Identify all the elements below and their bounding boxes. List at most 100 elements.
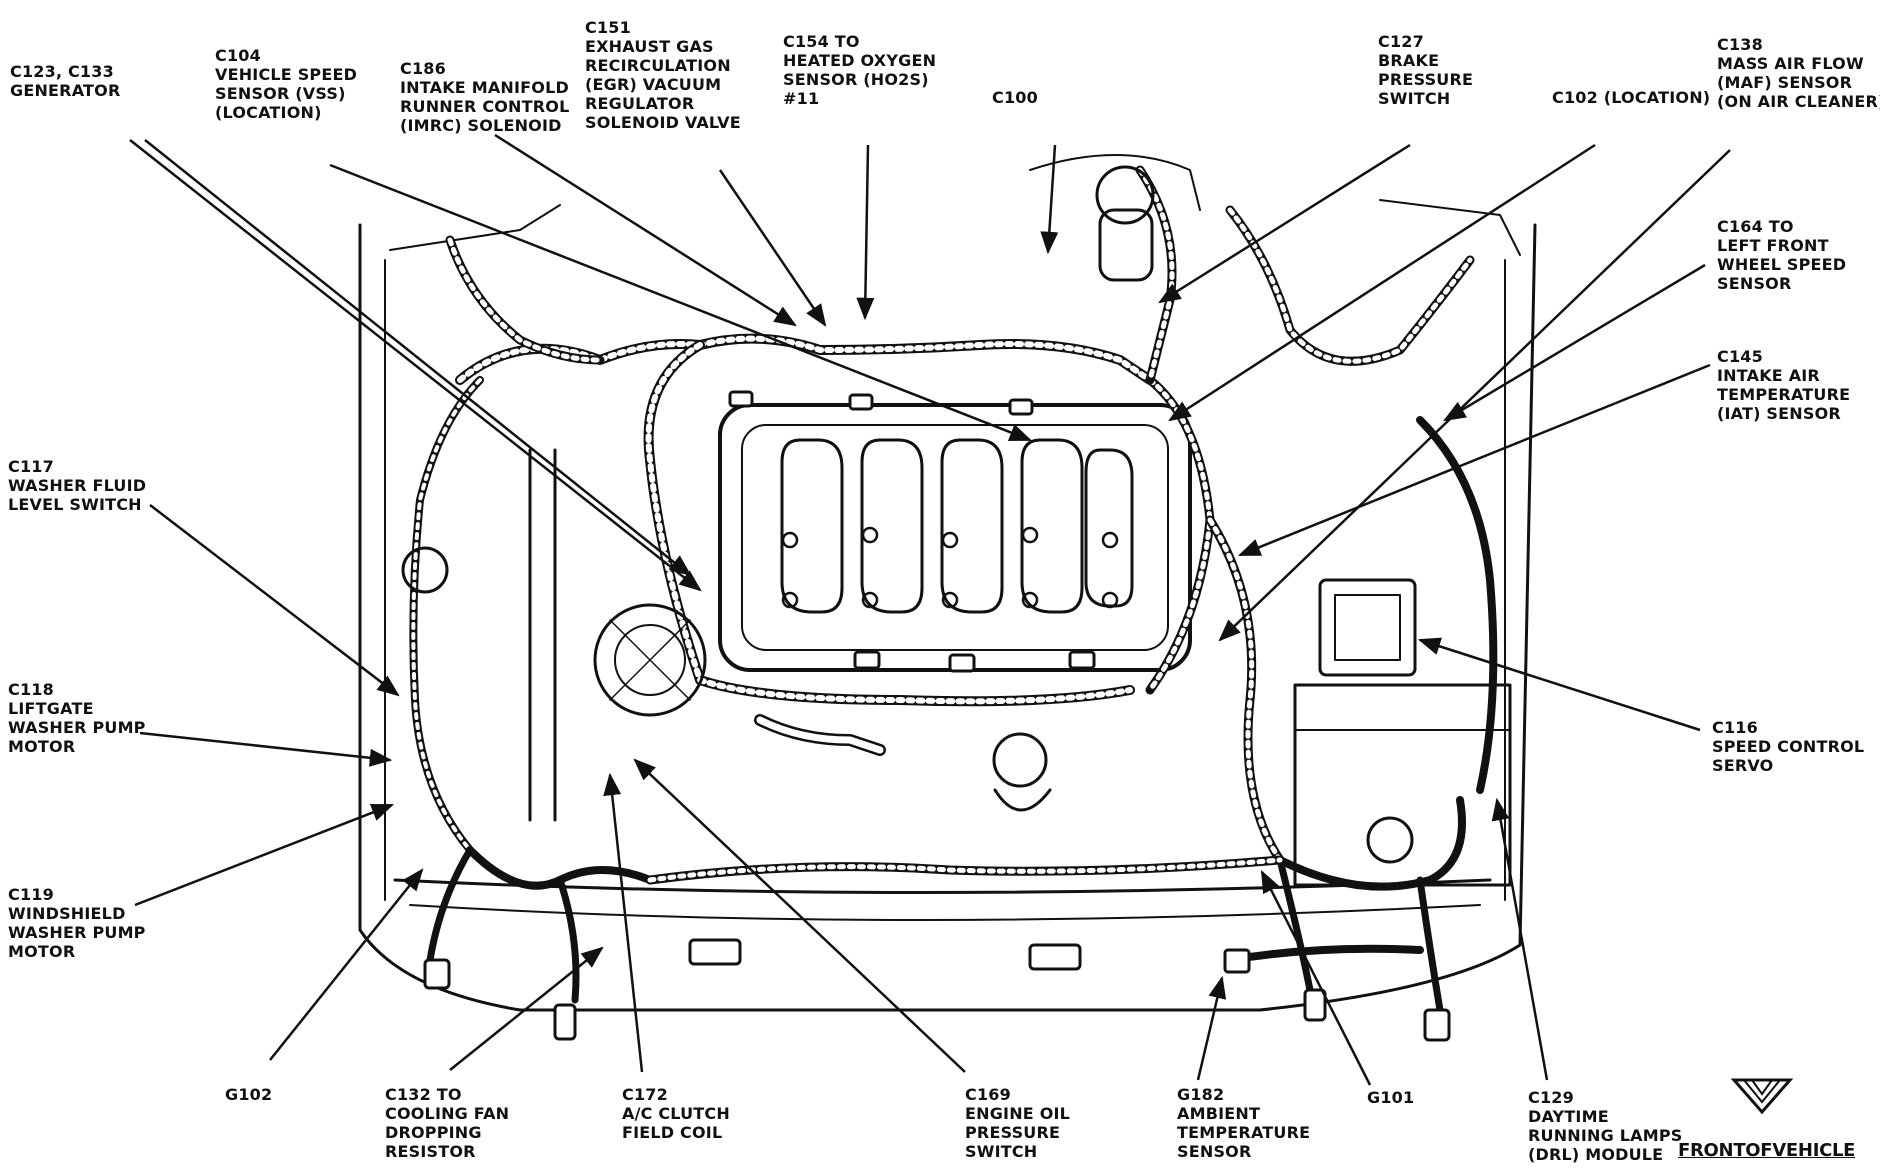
label-line: C119 (8, 885, 54, 904)
label-line: WASHER PUMP (8, 718, 146, 737)
label-line: PRESSURE (1378, 70, 1474, 89)
leader-c164 (1443, 263, 1706, 422)
leader-c138 (1218, 149, 1731, 642)
label-line: ENGINE OIL (965, 1104, 1071, 1123)
label-g102: G102 (225, 1085, 272, 1104)
label-line: C117 (8, 457, 54, 476)
label-line: (DRL) MODULE (1528, 1145, 1664, 1164)
label-line: RUNNER CONTROL (400, 97, 570, 116)
label-line: C104 (215, 46, 261, 65)
leader-c145 (1237, 363, 1711, 557)
label-line: #11 (783, 89, 820, 108)
label-line: C151 (585, 18, 631, 37)
leader-c172 (603, 772, 644, 1073)
leader-c116 (1417, 637, 1701, 732)
label-line: (EGR) VACUUM (585, 75, 722, 94)
label-line: GENERATOR (10, 81, 121, 100)
label-line: G182 (1177, 1085, 1225, 1104)
label-line: C154 TO (783, 32, 860, 51)
label-line: LIFTGATE (8, 699, 94, 718)
label-line: C100 (992, 88, 1038, 107)
label-line: AMBIENT (1177, 1104, 1261, 1123)
label-line: HEATED OXYGEN (783, 51, 937, 70)
label-c100: C100 (992, 88, 1038, 107)
label-line: C172 (622, 1085, 668, 1104)
leader-c169 (633, 758, 966, 1073)
label-line: TEMPERATURE (1177, 1123, 1311, 1142)
label-c102: C102 (LOCATION) (1552, 88, 1710, 107)
label-line: COOLING FAN (385, 1104, 510, 1123)
leader-c127 (1158, 143, 1411, 304)
label-line: DROPPING (385, 1123, 482, 1142)
label-line: (LOCATION) (215, 103, 322, 122)
leader-c129 (1491, 797, 1549, 1081)
leader-c151 (494, 133, 797, 327)
label-line: SERVO (1712, 756, 1774, 775)
label-line: C118 (8, 680, 54, 699)
label-line: WINDSHIELD (8, 904, 126, 923)
leader-c154 (718, 169, 827, 327)
label-line: C127 (1378, 32, 1424, 51)
leader-c100-b (1040, 144, 1059, 255)
label-line: VEHICLE SPEED (215, 65, 358, 84)
label-line: C186 (400, 59, 446, 78)
label-line: G102 (225, 1085, 273, 1104)
label-line: (IMRC) SOLENOID (400, 116, 562, 135)
leader-c104 (144, 139, 692, 577)
leader-c102 (1168, 143, 1596, 422)
label-line: WASHER FLUID (8, 476, 147, 495)
leader-lines (129, 133, 1731, 1086)
leader-g102 (269, 868, 424, 1061)
front-of-vehicle-label: FRONTOFVEHICLE (1678, 1140, 1856, 1161)
label-line: SENSOR (HO2S) (783, 70, 929, 89)
label-line: EXHAUST GAS (585, 37, 714, 56)
label-line: MASS AIR FLOW (1717, 54, 1864, 73)
label-g101: G101 (1367, 1088, 1414, 1107)
label-line: C145 (1717, 347, 1763, 366)
label-line: LEVEL SWITCH (8, 495, 142, 514)
label-line: SPEED CONTROL (1712, 737, 1865, 756)
leader-c118 (139, 731, 393, 767)
leader-g101 (1260, 869, 1372, 1086)
label-line: (IAT) SENSOR (1717, 404, 1841, 423)
label-line: SENSOR (1177, 1142, 1252, 1161)
label-line: A/C CLUTCH (622, 1104, 730, 1123)
label-line: G101 (1367, 1088, 1415, 1107)
label-line: PRESSURE (965, 1123, 1061, 1142)
front-arrow-icon (1730, 1078, 1794, 1115)
label-line: C164 TO (1717, 217, 1794, 236)
label-line: MOTOR (8, 737, 76, 756)
label-line: C138 (1717, 35, 1763, 54)
label-line: INTAKE MANIFOLD (400, 78, 569, 97)
label-line: C132 TO (385, 1085, 462, 1104)
label-line: SENSOR (VSS) (215, 84, 346, 103)
label-line: FIELD COIL (622, 1123, 723, 1142)
label-line: SENSOR (1717, 274, 1792, 293)
label-line: MOTOR (8, 942, 76, 961)
label-line: SWITCH (965, 1142, 1038, 1161)
label-line: (MAF) SENSOR (1717, 73, 1853, 92)
label-line: C169 (965, 1085, 1011, 1104)
label-line: RUNNING LAMPS (1528, 1126, 1683, 1145)
label-line: DAYTIME (1528, 1107, 1609, 1126)
label-line: C102 (LOCATION) (1552, 88, 1711, 107)
label-line: INTAKE AIR (1717, 366, 1820, 385)
leader-c100-a (856, 144, 875, 321)
leader-c123-c133 (129, 139, 702, 592)
leader-c119 (134, 803, 395, 907)
label-line: SOLENOID VALVE (585, 113, 741, 132)
